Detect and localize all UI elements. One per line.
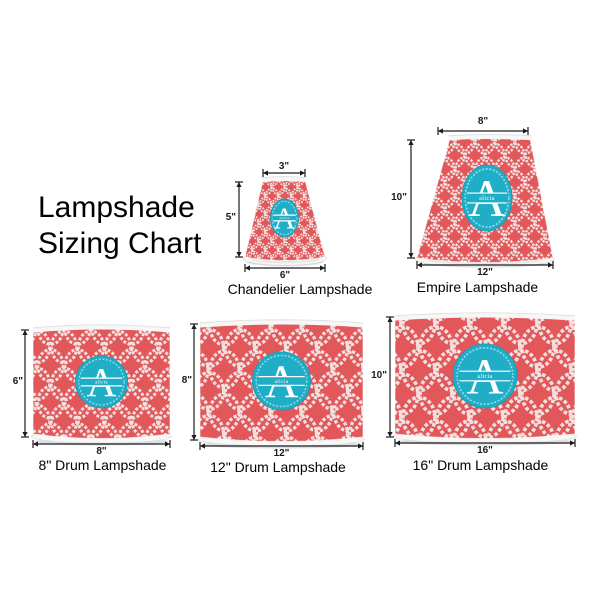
page-title-line-2: Sizing Chart bbox=[38, 227, 202, 260]
drum8-lampshade: A alicia 6" 8" 8" Drum Lampshade bbox=[10, 310, 195, 473]
empire-name-label: Empire Lampshade bbox=[416, 279, 539, 295]
empire-top-width-label: 8" bbox=[477, 116, 489, 127]
drum12-width-label: 12" bbox=[273, 448, 290, 459]
page-title: Lampshade Sizing Chart bbox=[38, 190, 201, 262]
chandelier-name-label: Chandelier Lampshade bbox=[227, 281, 373, 297]
drum16-lampshade: A alicia 10" 16" 16" Drum Lampshade bbox=[368, 300, 593, 475]
drum12-height-label: 8" bbox=[181, 375, 192, 386]
drum8-name-label: 8" Drum Lampshade bbox=[38, 457, 167, 473]
chandelier-lampshade-image: A alicia bbox=[220, 160, 380, 300]
page-title-line-1: Lampshade bbox=[38, 191, 195, 224]
chandelier-bottom-width-label: 6" bbox=[279, 270, 291, 281]
chandelier-height-label: 5" bbox=[225, 212, 236, 223]
drum16-name-label: 16" Drum Lampshade bbox=[412, 457, 549, 473]
svg-text:alicia: alicia bbox=[477, 374, 492, 380]
chandelier-lampshade: A alicia 3" 5" 6" Chandelier Lampshade bbox=[220, 160, 380, 300]
empire-lampshade: A alicia 8" 10" 12" Empire Lampshade bbox=[385, 115, 570, 295]
empire-height-label: 10" bbox=[391, 192, 407, 203]
drum8-width-label: 8" bbox=[96, 446, 107, 457]
svg-text:alicia: alicia bbox=[274, 379, 288, 385]
svg-text:alicia: alicia bbox=[95, 381, 108, 386]
empire-lampshade-image: A alicia bbox=[385, 115, 570, 295]
drum12-name-label: 12" Drum Lampshade bbox=[210, 459, 346, 475]
drum8-lampshade-image: A alicia bbox=[10, 310, 195, 470]
svg-text:alicia: alicia bbox=[279, 216, 289, 220]
drum12-lampshade-image: A alicia bbox=[178, 305, 378, 475]
drum16-width-label: 16" bbox=[477, 445, 493, 456]
drum12-lampshade: A alicia 8" 12" 12" Drum Lampshade bbox=[178, 305, 378, 475]
svg-text:alicia: alicia bbox=[479, 196, 495, 202]
chandelier-top-width-label: 3" bbox=[278, 161, 290, 172]
drum16-lampshade-image: A alicia bbox=[368, 300, 593, 475]
empire-bottom-width-label: 12" bbox=[477, 267, 493, 278]
drum8-height-label: 6" bbox=[12, 376, 23, 387]
drum16-height-label: 10" bbox=[371, 370, 387, 381]
